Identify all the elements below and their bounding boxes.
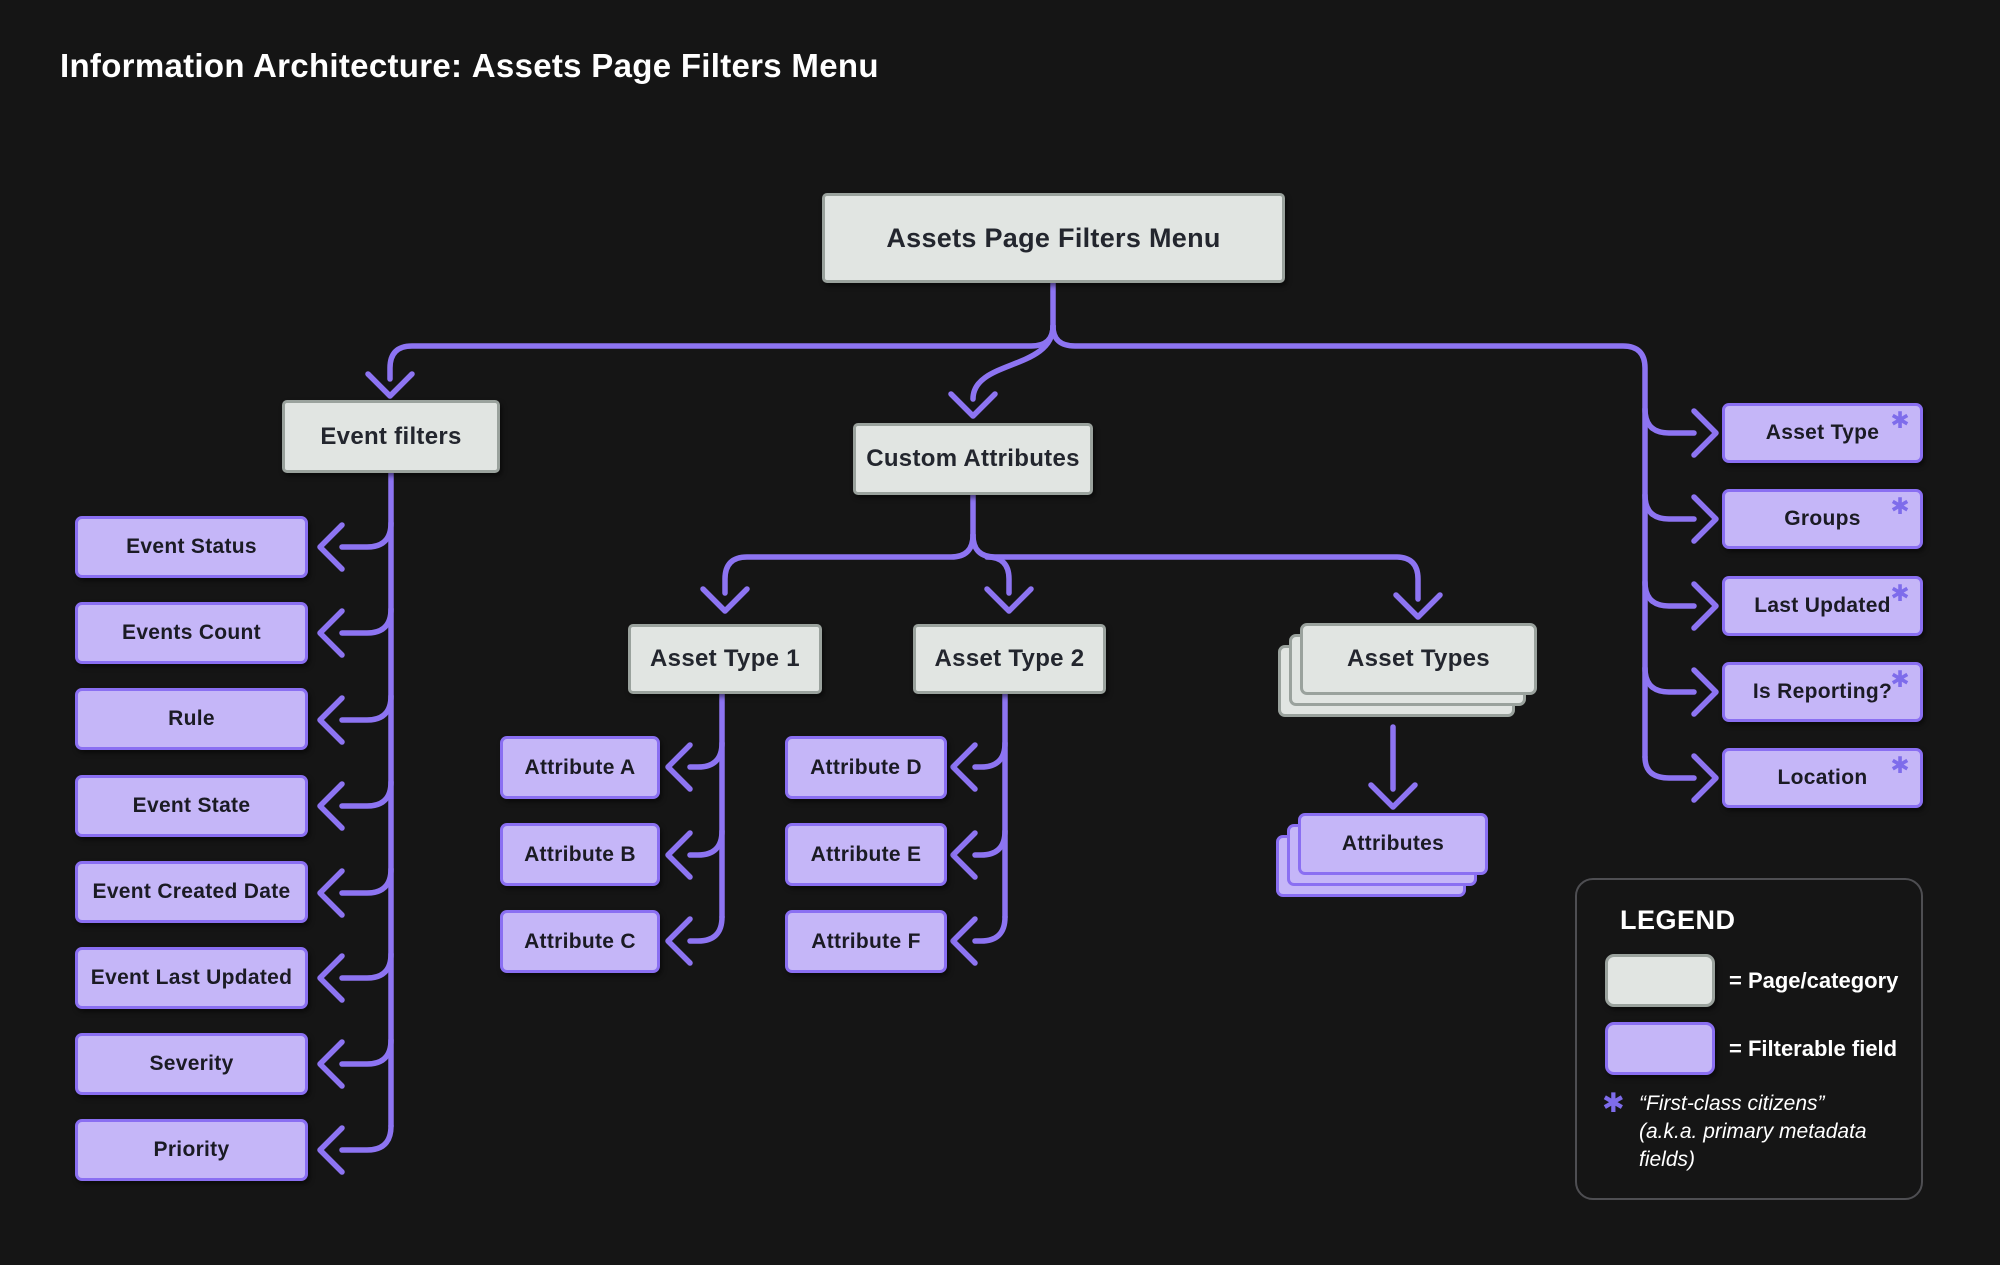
title-prefix: Information Architecture: xyxy=(60,47,472,84)
node-attributes-stack: Attributes xyxy=(1276,813,1488,897)
first-class-asterisk-icon: ✱ xyxy=(1890,752,1910,778)
node-event-created-date: Event Created Date xyxy=(75,861,308,923)
node-event-last-updated: Event Last Updated xyxy=(75,947,308,1009)
node-attribute-d: Attribute D xyxy=(785,736,947,799)
node-asset-types-stack: Asset Types xyxy=(1278,623,1537,717)
arrowhead-attributes xyxy=(1368,782,1418,810)
arrowhead-event-filters xyxy=(365,371,415,399)
title-emphasis: Assets Page xyxy=(471,47,672,84)
arrowhead-asset-types xyxy=(1393,592,1443,620)
title-suffix: Filters Menu xyxy=(671,47,879,84)
connector-ca-mid xyxy=(984,554,1012,596)
legend-heading: LEGEND xyxy=(1620,905,1736,935)
node-attribute-a: Attribute A xyxy=(500,736,660,799)
node-location: Location ✱ xyxy=(1722,748,1923,808)
node-events-count: Events Count xyxy=(75,602,308,664)
connector-ca-left xyxy=(722,532,976,596)
legend-first-class-note: “First-class citizens” (a.k.a. primary m… xyxy=(1639,1092,1867,1171)
connector-ca-right xyxy=(970,532,1421,602)
legend-filterable-label: = Filterable field xyxy=(1729,1036,1898,1061)
node-attributes: Attributes xyxy=(1298,813,1488,875)
first-class-asterisk-icon: ✱ xyxy=(1890,580,1910,606)
node-asset-type-1: Asset Type 1 xyxy=(628,624,822,694)
node-attribute-f: Attribute F xyxy=(785,910,947,973)
legend-panel: LEGEND = Page/category = Filterable fiel… xyxy=(1575,878,1923,1200)
first-class-asterisk-icon: ✱ xyxy=(1602,1088,1625,1118)
connector-root-left xyxy=(387,323,1056,382)
first-class-asterisk-icon: ✱ xyxy=(1890,666,1910,692)
node-last-updated: Last Updated ✱ xyxy=(1722,576,1923,636)
legend-page-category-label: = Page/category xyxy=(1729,968,1899,993)
node-event-status: Event Status xyxy=(75,516,308,578)
node-attribute-b: Attribute B xyxy=(500,823,660,886)
node-asset-type: Asset Type ✱ xyxy=(1722,403,1923,463)
arrowhead-asset-type-2 xyxy=(984,586,1034,614)
node-event-state: Event State xyxy=(75,775,308,837)
first-class-asterisk-icon: ✱ xyxy=(1890,407,1910,433)
node-asset-types: Asset Types xyxy=(1300,623,1537,695)
node-is-reporting: Is Reporting? ✱ xyxy=(1722,662,1923,722)
node-custom-attributes: Custom Attributes xyxy=(853,423,1093,495)
arrowhead-custom-attributes xyxy=(948,391,998,419)
node-severity: Severity xyxy=(75,1033,308,1095)
node-asset-type-2: Asset Type 2 xyxy=(913,624,1106,694)
node-groups: Groups ✱ xyxy=(1722,489,1923,549)
page-title: Information Architecture: Assets Page Fi… xyxy=(60,47,879,85)
node-attribute-c: Attribute C xyxy=(500,910,660,973)
node-priority: Priority xyxy=(75,1119,308,1181)
node-event-filters: Event filters xyxy=(282,400,500,473)
arrowhead-asset-type-1 xyxy=(700,586,750,614)
connector-root-center xyxy=(970,323,1056,402)
node-rule: Rule xyxy=(75,688,308,750)
node-assets-page-filters-menu: Assets Page Filters Menu xyxy=(822,193,1285,283)
node-label: Event filters xyxy=(320,422,462,450)
legend-page-category-swatch xyxy=(1605,954,1715,1007)
legend-filterable-swatch xyxy=(1605,1022,1715,1075)
first-class-asterisk-icon: ✱ xyxy=(1890,493,1910,519)
node-label: Assets Page Filters Menu xyxy=(886,222,1221,253)
node-attribute-e: Attribute E xyxy=(785,823,947,886)
